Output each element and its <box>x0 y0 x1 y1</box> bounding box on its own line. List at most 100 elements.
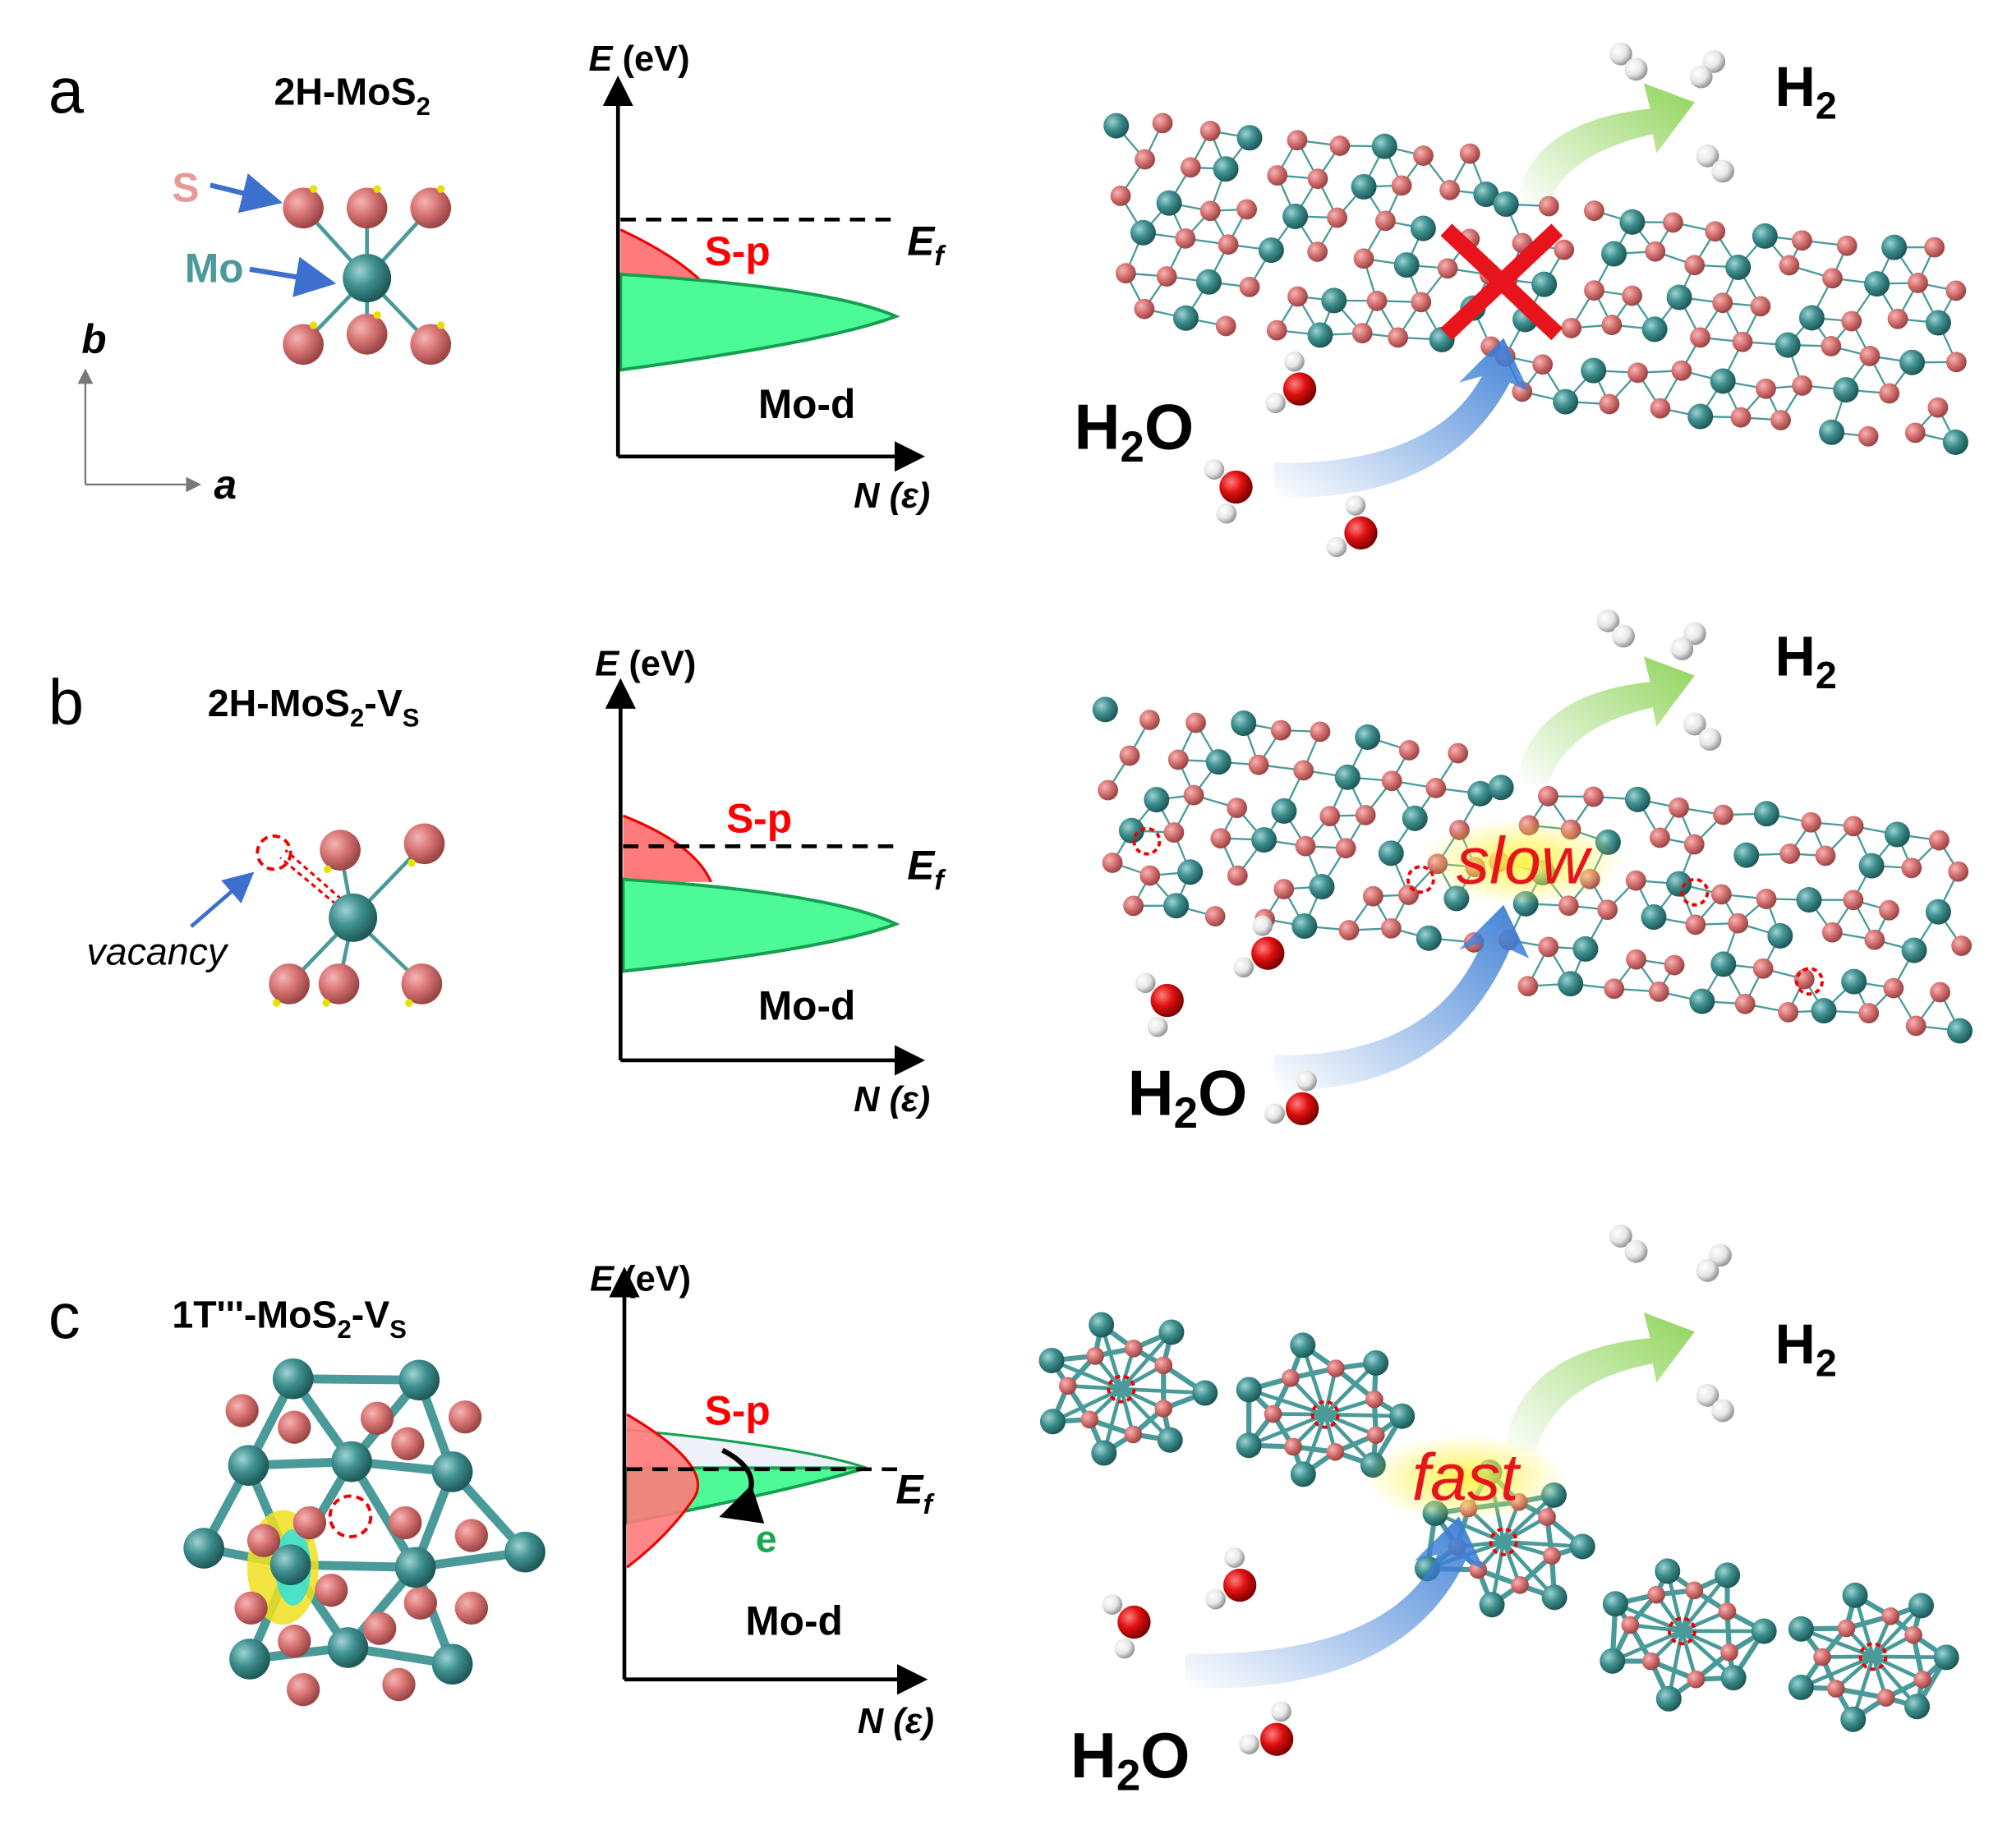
charge-density-lobe <box>323 865 332 873</box>
s-atom <box>1135 149 1155 170</box>
s-atom <box>1282 1369 1300 1387</box>
s-atom <box>1627 362 1648 384</box>
s-atom <box>1218 234 1239 255</box>
mo-atom <box>1236 125 1263 151</box>
s-atom <box>410 324 452 365</box>
mo-atom <box>1271 798 1297 824</box>
mo-atom <box>1258 237 1284 264</box>
s-atom <box>1163 822 1185 843</box>
s-atom-label: S <box>172 165 199 211</box>
fermi-level-label: Ef <box>895 1467 935 1520</box>
s-atom <box>1650 827 1670 848</box>
s-atom <box>1813 1648 1831 1666</box>
mo-atom <box>1600 1648 1626 1674</box>
mo-atom <box>1946 1018 1973 1044</box>
mo-atom <box>1309 874 1335 900</box>
s-atom <box>1684 255 1706 276</box>
s-atom <box>1154 1400 1173 1418</box>
s-atom <box>1293 760 1314 781</box>
s-atom <box>1864 929 1885 950</box>
mo-atom <box>1840 1706 1867 1732</box>
mo-atom <box>1720 1665 1747 1691</box>
s-atom <box>1752 958 1774 979</box>
cluster-bond <box>1800 1654 1874 1689</box>
hydrogen-atom <box>1296 1070 1317 1092</box>
s-atom <box>1683 834 1705 855</box>
mo-atom <box>1091 1440 1117 1466</box>
s-atom <box>1779 844 1801 864</box>
s-atom <box>1538 785 1558 807</box>
hydrogen-atom <box>1205 1588 1227 1610</box>
s-atom <box>1648 981 1669 1002</box>
s-atom <box>1273 879 1295 899</box>
sulfur-vacancy-marker <box>1795 967 1824 996</box>
s-atom <box>1098 779 1119 801</box>
s-atom <box>1779 255 1800 276</box>
s-atom <box>1326 1442 1345 1461</box>
s-atom <box>1227 865 1248 886</box>
hydrogen-atom <box>1696 144 1719 168</box>
charge-density-lobe <box>437 185 445 193</box>
s-atom <box>1948 861 1969 882</box>
s-atom <box>1879 383 1900 404</box>
energy-unit: (eV) <box>614 1260 691 1299</box>
mo-atom <box>1842 1582 1868 1608</box>
s-atom <box>389 1506 422 1540</box>
s-atom <box>401 963 443 1004</box>
s-atom <box>1362 885 1383 907</box>
s-atom <box>1815 845 1836 867</box>
s-p-label: S-p <box>726 795 792 841</box>
mo-atom <box>1363 1349 1389 1376</box>
s-atom <box>1645 241 1666 262</box>
s-atom <box>1601 315 1623 335</box>
mo-atom <box>1334 764 1360 790</box>
energy-axis-label: E (eV) <box>589 39 690 79</box>
s-atom <box>1712 292 1733 314</box>
oxygen-atom <box>1219 470 1253 504</box>
s-atom <box>410 187 452 229</box>
s-atom <box>1836 235 1858 256</box>
s-atom <box>1543 1547 1561 1565</box>
s-atom <box>1115 263 1136 284</box>
s-atom <box>1398 885 1419 905</box>
s-atom <box>1791 230 1812 251</box>
mo-atom <box>1488 775 1514 801</box>
s-atom <box>1119 745 1140 766</box>
s-atom <box>363 1611 397 1645</box>
s-atom <box>1887 308 1908 329</box>
s-atom <box>1459 143 1480 164</box>
energy-symbol: E <box>595 645 620 684</box>
mo-atom <box>1904 1694 1931 1720</box>
s-atom <box>1538 1508 1556 1526</box>
hydrogen-atom <box>1609 1225 1632 1248</box>
s-atom <box>1227 798 1248 819</box>
s-atom <box>278 1625 311 1658</box>
mo-atom <box>228 1445 269 1486</box>
hydrogen-atom <box>1216 503 1237 524</box>
s-atom <box>1647 1585 1665 1604</box>
s-atom <box>1584 200 1604 221</box>
s-atom <box>283 324 324 365</box>
s-atom <box>234 1591 268 1625</box>
mo-d-label: Mo-d <box>758 982 856 1028</box>
dos-axis-label: N (ε) <box>858 1702 934 1741</box>
mo-atom <box>1767 922 1793 949</box>
mos2-vacancy-molecule <box>256 823 445 1007</box>
hydrogen-atom <box>1239 1734 1259 1754</box>
s-atom <box>1583 786 1604 807</box>
panel-c: c 1T'''-MoS2-VS <box>48 1281 546 1707</box>
s-atom <box>1287 130 1308 151</box>
mo-atom <box>343 254 392 303</box>
hydrogen-atom <box>1345 494 1366 516</box>
s-atom <box>286 1673 320 1707</box>
vacancy-label: vacancy <box>86 931 228 973</box>
cluster-bond <box>1324 1412 1377 1437</box>
s-atom <box>346 314 388 355</box>
s-atom <box>454 1519 489 1552</box>
mo-atom <box>1236 1432 1262 1459</box>
water-adsorption-arrow <box>1274 338 1530 498</box>
